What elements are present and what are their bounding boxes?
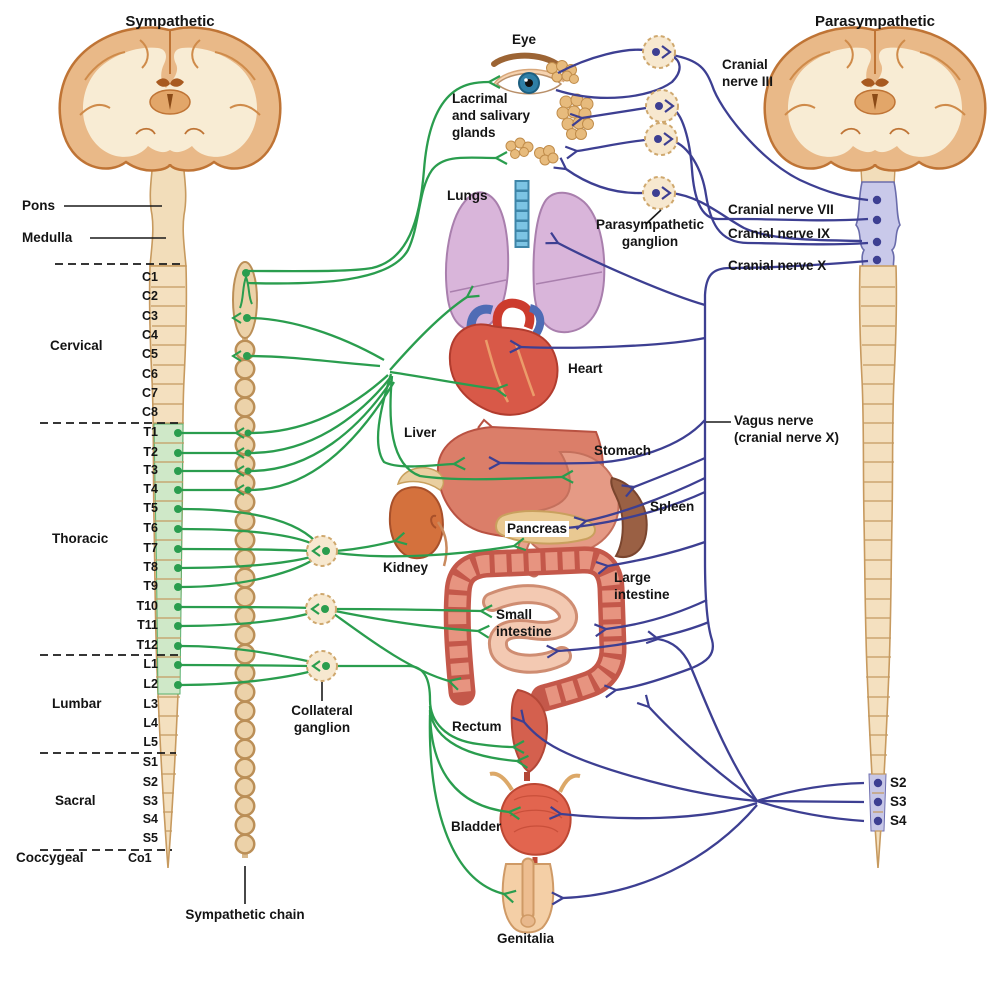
- segment-label-c5: C5: [142, 347, 158, 361]
- sacral-outflow-label-s3: S3: [890, 794, 907, 809]
- segment-label-t10: T10: [136, 599, 158, 613]
- cranial-nerve-iii-label-line2: nerve III: [722, 74, 774, 89]
- cranial-nerve-vii-label: Cranial nerve VII: [728, 202, 834, 217]
- segment-label-t4: T4: [143, 482, 158, 496]
- segment-label-l1: L1: [143, 657, 158, 671]
- glands-label-line2: and salivary: [452, 108, 531, 123]
- pancreas-label: Pancreas: [505, 521, 570, 537]
- segment-label-c6: C6: [142, 367, 158, 381]
- stomach-label: Stomach: [594, 443, 652, 458]
- bladder-illustration: [489, 771, 581, 868]
- genitalia-label: Genitalia: [497, 931, 555, 946]
- cranial-nerve-x-label: Cranial nerve X: [728, 258, 827, 273]
- segment-label-s1: S1: [142, 755, 158, 769]
- lungs-illustration: [445, 180, 606, 334]
- segment-label-s4: S4: [142, 812, 158, 826]
- bladder-label: Bladder: [451, 819, 502, 834]
- region-label-cervical: Cervical: [50, 338, 103, 353]
- lungs-label: Lungs: [447, 188, 488, 203]
- large-intestine-label-line1: Large: [614, 570, 651, 585]
- collateral-ganglion-label-line1: Collateral: [291, 703, 353, 718]
- liver-label: Liver: [404, 425, 437, 440]
- segment-label-co1: Co1: [128, 851, 152, 865]
- collateral-ganglia: [305, 535, 338, 682]
- collateral-ganglion-label-line2: ganglion: [293, 720, 351, 735]
- large-intestine-label-line2: intestine: [614, 587, 670, 602]
- region-label-sacral: Sacral: [55, 793, 96, 808]
- sympathetic-chain-label: Sympathetic chain: [185, 907, 305, 922]
- pons-label: Pons: [22, 198, 56, 213]
- segment-label-s3: S3: [142, 794, 158, 808]
- sympathetic-neuron-dots: [174, 269, 253, 689]
- vagus-nerve-label-line1: Vagus nerve: [734, 413, 814, 428]
- sympathetic-chain: [232, 261, 258, 869]
- segment-label-c4: C4: [142, 328, 158, 342]
- small-intestine-illustration: [482, 584, 578, 674]
- segment-label-t7: T7: [143, 541, 158, 555]
- segment-label-t2: T2: [143, 445, 158, 459]
- glands-label-line3: glands: [452, 125, 496, 140]
- parasympathetic-nerve-paths: [488, 48, 869, 906]
- segment-label-t11: T11: [137, 618, 158, 632]
- vagus-nerve-label-line2: (cranial nerve X): [734, 430, 840, 445]
- kidney-illustration: [388, 466, 448, 567]
- small-intestine-label-line2: intestine: [496, 624, 552, 639]
- segment-label-c7: C7: [142, 386, 158, 400]
- region-label-coccygeal: Coccygeal: [16, 850, 84, 865]
- sacral-outflow-label-s4: S4: [890, 813, 907, 828]
- parasympathetic-neuron-dots: [872, 195, 883, 826]
- cranial-nerve-ix-label: Cranial nerve IX: [728, 226, 831, 241]
- eye-illustration: [491, 52, 579, 95]
- glands-label-line1: Lacrimal: [452, 91, 508, 106]
- eye-label: Eye: [512, 32, 537, 47]
- parasympathetic-title: Parasympathetic: [814, 13, 936, 30]
- segment-label-c8: C8: [142, 405, 158, 419]
- parasympathetic-ganglion-label-line2: ganglion: [621, 234, 679, 249]
- parasympathetic-ganglion-label-line1: Parasympathetic: [595, 217, 705, 232]
- small-intestine-label-line1: Small: [496, 607, 533, 622]
- kidney-label: Kidney: [383, 560, 429, 575]
- segment-label-t3: T3: [143, 463, 158, 477]
- segment-label-t6: T6: [143, 521, 158, 535]
- heart-label: Heart: [568, 361, 603, 376]
- spleen-label: Spleen: [650, 499, 695, 514]
- segment-label-s2: S2: [142, 775, 158, 789]
- sympathetic-title: Sympathetic: [125, 13, 215, 30]
- segment-label-l2: L2: [143, 677, 158, 691]
- cranial-nerve-iii-label-line1: Cranial: [722, 57, 768, 72]
- pointer-lines: [64, 205, 731, 904]
- segment-label-t9: T9: [143, 579, 158, 593]
- right-brain: [763, 26, 987, 172]
- sympathetic-nerve-paths: [180, 75, 574, 904]
- left-brain: [58, 26, 282, 172]
- segment-label-t1: T1: [143, 425, 158, 439]
- parasympathetic-ganglia: [642, 35, 679, 210]
- segment-label-t5: T5: [143, 501, 158, 515]
- region-label-lumbar: Lumbar: [52, 696, 102, 711]
- salivary-glands-illustration: [505, 93, 594, 166]
- segment-label-t8: T8: [143, 560, 158, 574]
- region-label-thoracic: Thoracic: [52, 531, 109, 546]
- segment-label-l4: L4: [143, 716, 158, 730]
- sacral-outflow-label-s2: S2: [890, 775, 907, 790]
- segment-label-l5: L5: [143, 735, 158, 749]
- region-boundary-dashes: [40, 263, 182, 851]
- segment-label-l3: L3: [143, 697, 158, 711]
- segment-label-t12: T12: [136, 638, 158, 652]
- genitalia-illustration: [501, 857, 555, 934]
- segment-label-c3: C3: [142, 309, 158, 323]
- segment-label-c1: C1: [142, 270, 158, 284]
- medulla-label: Medulla: [22, 230, 73, 245]
- rectum-label: Rectum: [452, 719, 502, 734]
- segment-label-c2: C2: [142, 289, 158, 303]
- segment-label-s5: S5: [142, 831, 158, 845]
